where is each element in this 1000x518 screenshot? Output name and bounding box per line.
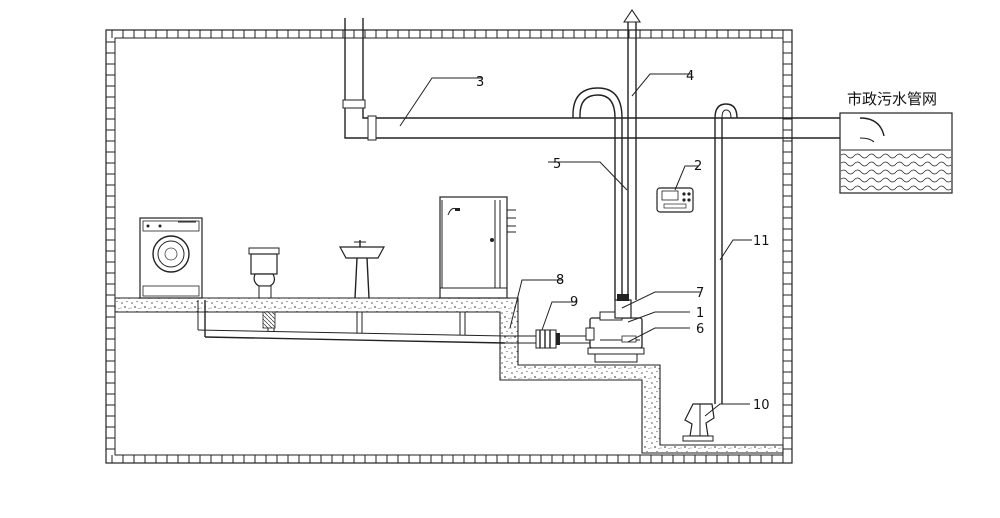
vent-pipe-4 xyxy=(622,9,642,300)
wash-basin xyxy=(338,240,386,299)
label-5: 5 xyxy=(553,157,561,172)
label-8: 8 xyxy=(556,273,564,288)
submersible-pump-10 xyxy=(682,403,715,442)
valve-9 xyxy=(535,329,560,349)
label-municipal-sewer: 市政污水管网 xyxy=(847,90,937,108)
shower-cabin xyxy=(439,196,516,299)
discharge-pipe-5 xyxy=(572,87,623,300)
washing-machine xyxy=(139,217,203,299)
leader-lines xyxy=(399,73,752,417)
label-9: 9 xyxy=(570,295,578,310)
label-2: 2 xyxy=(694,159,702,174)
label-10: 10 xyxy=(753,398,770,413)
floor-slab xyxy=(114,297,784,454)
toilet xyxy=(248,247,280,329)
label-11: 11 xyxy=(753,234,770,249)
label-6: 6 xyxy=(696,322,704,337)
label-3: 3 xyxy=(476,75,484,90)
riser-pipe-11 xyxy=(714,103,738,404)
label-1: 1 xyxy=(696,306,704,321)
label-7: 7 xyxy=(696,286,704,301)
main-pipe-3 xyxy=(342,18,845,141)
label-4: 4 xyxy=(686,69,694,84)
building-wall xyxy=(105,29,793,464)
municipal-sewer xyxy=(839,112,953,194)
controller-2 xyxy=(656,187,694,213)
lifting-station xyxy=(585,294,645,363)
